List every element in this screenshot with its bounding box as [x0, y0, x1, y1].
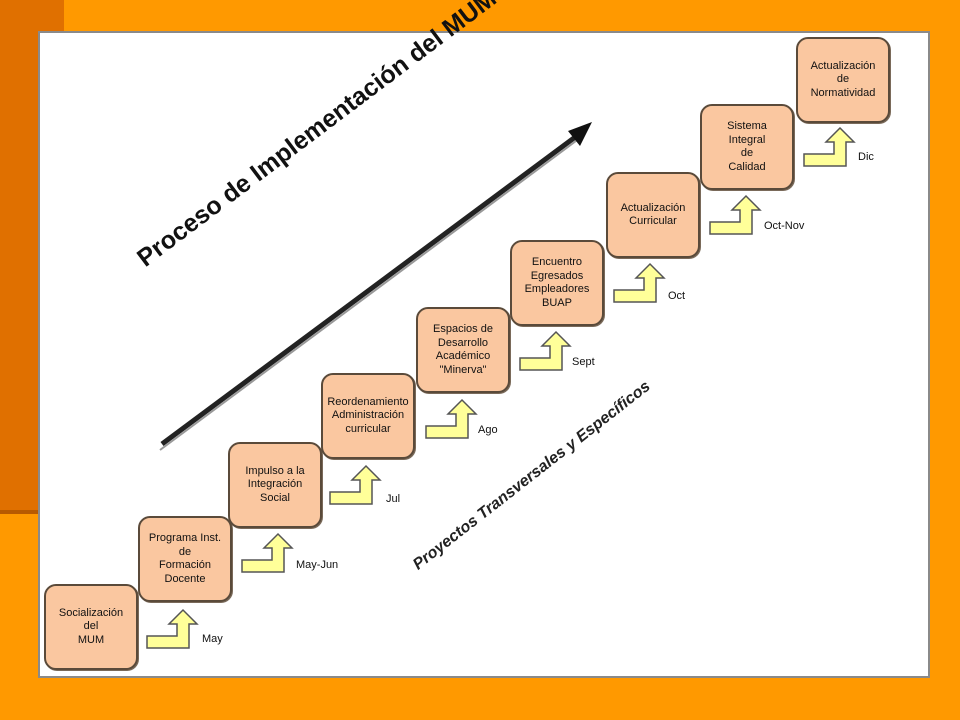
step-box-2: Programa Inst. de Formación Docente: [138, 516, 232, 602]
step-box-3: Impulso a la Integración Social: [228, 442, 322, 528]
step-up-arrow-icon-1: [146, 608, 199, 649]
month-label-5: Sept: [572, 356, 595, 368]
step-up-arrow-icon-4: [425, 398, 478, 439]
month-label-8: Dic: [858, 151, 874, 163]
step-box-9: Actualización de Normatividad: [796, 37, 890, 123]
step-up-arrow-icon-8: [803, 126, 856, 167]
step-label-3: Impulso a la Integración Social: [245, 464, 305, 504]
left-accent-line: [0, 510, 40, 514]
month-label-6: Oct: [668, 290, 686, 302]
month-label-7: Oct-Nov: [764, 220, 805, 232]
step-up-arrow-icon-5: [519, 330, 572, 371]
step-label-9: Actualización de Normatividad: [810, 59, 876, 99]
month-label-2: May-Jun: [296, 559, 339, 571]
step-label-8: Sistema Integral de Calidad: [727, 120, 767, 173]
step-up-arrow-icon-7: [709, 194, 762, 235]
step-label-6: Encuentro Egresados Empleadores BUAP: [524, 256, 590, 309]
title-arrowhead: [568, 122, 592, 146]
step-box-7: Actualización Curricular: [606, 172, 700, 258]
step-box-8: Sistema Integral de Calidad: [700, 104, 794, 190]
step-box-1: Socialización del MUM: [44, 584, 138, 670]
step-label-7: Actualización Curricular: [620, 201, 686, 228]
step-up-arrow-icon-2: [241, 532, 294, 573]
step-up-arrow-icon-6: [613, 262, 666, 303]
month-label-4: Ago: [478, 424, 498, 436]
step-box-5: Espacios de Desarrollo Académico "Minerv…: [416, 307, 510, 393]
month-label-1: May: [202, 633, 223, 645]
step-box-6: Encuentro Egresados Empleadores BUAP: [510, 240, 604, 326]
step-label-4: Reordenamiento Administración curricular: [327, 395, 409, 435]
step-up-arrow-icon-3: [329, 464, 382, 505]
month-label-3: Jul: [386, 493, 401, 505]
step-box-4: Reordenamiento Administración curricular: [321, 373, 415, 459]
step-label-5: Espacios de Desarrollo Académico "Minerv…: [433, 323, 493, 376]
step-label-1: Socialización del MUM: [58, 606, 124, 646]
step-label-2: Programa Inst. de Formación Docente: [148, 532, 222, 585]
